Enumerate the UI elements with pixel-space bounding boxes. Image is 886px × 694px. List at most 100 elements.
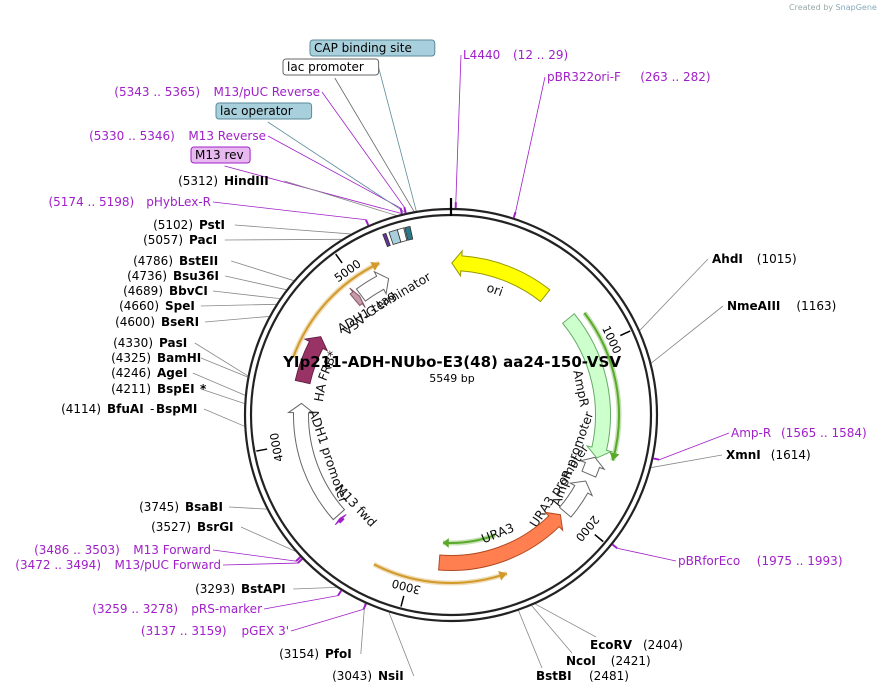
site-label: EcoRV: [590, 638, 633, 652]
site-label: AgeI: [157, 366, 187, 380]
small-feature-block: [396, 227, 408, 243]
feature-ori: [451, 249, 551, 303]
labels: L4440(12 .. 29)pBR322ori-F(263 .. 282)Am…: [15, 39, 867, 683]
primer-label: pHybLex-R: [146, 195, 211, 209]
site-label: Bsu36I: [173, 269, 219, 283]
leader-line: [194, 342, 248, 377]
primer-label: M13 Reverse: [188, 129, 266, 143]
primer-label: L4440: [463, 48, 500, 62]
tick-mark: [335, 253, 343, 264]
leader-line: [200, 357, 248, 378]
tick-mark: [400, 595, 405, 607]
primer-position: (3259 .. 3278): [92, 602, 178, 616]
small-feature-block: [404, 225, 414, 241]
site-position: (4736): [127, 269, 167, 283]
small-feature-block: [382, 232, 391, 248]
boxed-label: M13 rev: [195, 148, 244, 162]
boxed-label: lac operator: [220, 104, 293, 118]
primer-tick: [364, 219, 370, 226]
primer-position: (12 .. 29): [513, 48, 568, 62]
primer-position: (3472 .. 3494): [15, 558, 101, 572]
site-label: BsrGI: [197, 520, 234, 534]
leader-line: [290, 608, 364, 632]
site-label: BseRI: [161, 315, 199, 329]
leader-line: [360, 603, 366, 655]
site-position: (5102): [153, 218, 193, 232]
site-position: (1163): [796, 299, 836, 313]
feature-ampr: [561, 313, 613, 459]
leader-line: [203, 408, 245, 427]
boxed-label-bg: [190, 146, 251, 164]
feature-arrowhead: [609, 452, 620, 461]
primer-position: (3486 .. 3503): [34, 543, 120, 557]
site-label: BbvCI: [169, 284, 208, 298]
leader-line: [518, 610, 543, 669]
feature-label-ori: ori: [485, 280, 505, 300]
site-label: BspEI: [157, 382, 195, 396]
site-label: BstBI: [536, 669, 572, 683]
leader-line: [388, 612, 415, 677]
feature-ura3: [438, 511, 564, 571]
feature-arrowhead: [370, 262, 380, 271]
leader-line: [321, 91, 405, 208]
site-position: (4660): [119, 299, 159, 313]
primer-tick: [512, 211, 517, 219]
site-position: (4600): [115, 315, 155, 329]
feature-adh1-promoter: [286, 402, 346, 521]
primer-tick: [297, 558, 303, 564]
primer-label: M13/pUC Reverse: [214, 85, 321, 99]
leader-line: [212, 549, 297, 562]
site-position: (2481): [589, 669, 629, 683]
leader-line: [515, 76, 546, 213]
site-label: PfoI: [325, 647, 352, 661]
feature-arc: [292, 262, 380, 358]
primer-tick: [653, 457, 660, 461]
tick-mark: [619, 330, 631, 337]
site-position: (3745): [139, 500, 179, 514]
feature-ura3-promoter: [558, 480, 594, 518]
leader-line: [651, 454, 723, 468]
feature-arc: [583, 312, 620, 461]
plasmid-name: YIp211-ADH-NUbo-E3(48) aa24-150-VSV: [282, 353, 621, 371]
feature-m13-fwd: [334, 514, 347, 526]
site-label: BfuAI: [107, 402, 144, 416]
primer-tick: [611, 543, 618, 550]
site-label: NmeAIII: [727, 299, 780, 313]
boxed-label: CAP binding site: [314, 41, 412, 55]
tick-label: 2000: [573, 513, 602, 544]
site-position: (5057): [143, 233, 183, 247]
boxed-label-bg: [215, 102, 313, 120]
leader-line: [651, 305, 724, 364]
leader-line: [204, 316, 270, 323]
boxed-label-bg: [282, 58, 380, 76]
feature-label-ampr: AmpR: [570, 369, 592, 409]
site-label: HindIII: [224, 174, 269, 188]
site-label: SpeI: [165, 299, 195, 313]
primer-label: M13 Forward: [133, 543, 211, 557]
tick-mark: [594, 534, 604, 543]
boxed-label-bg: [309, 39, 436, 57]
site-position: (3293): [195, 582, 235, 596]
site-extra: BspMI: [156, 402, 197, 416]
site-position: (1614): [771, 448, 811, 462]
primer-label: M13/pUC Forward: [114, 558, 221, 572]
site-label: PstI: [199, 218, 225, 232]
primer-label: pBR322ori-F: [547, 70, 621, 84]
site-position: (1015): [757, 252, 797, 266]
leader-line: [200, 388, 245, 404]
leader-line: [267, 121, 407, 214]
feature-arrowhead: [498, 571, 507, 581]
leader-line: [376, 58, 417, 212]
site-label: AhdI: [712, 252, 743, 266]
site-position: (3154): [279, 647, 319, 661]
site-label: NsiI: [378, 669, 404, 683]
primer-label: pGEX 3': [242, 624, 289, 638]
leader-line: [535, 603, 597, 638]
site-label: BsaBI: [185, 500, 223, 514]
leader-line: [231, 260, 294, 281]
backbone-circle: [243, 198, 659, 623]
site-position: (4689): [123, 284, 163, 298]
boxed-label: lac promoter: [287, 60, 364, 74]
credit-text: Created by SnapGene: [789, 3, 877, 12]
